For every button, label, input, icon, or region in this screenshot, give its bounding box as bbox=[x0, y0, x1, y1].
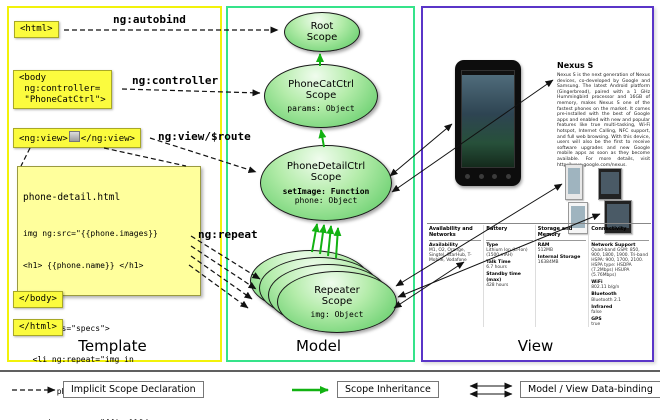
spec-value: Quad-band GSM: 850, 900, 1800, 1900. Tri… bbox=[591, 248, 649, 279]
phone-statusbar bbox=[462, 71, 514, 75]
root-scope-label: Scope bbox=[306, 32, 338, 43]
code-line: <li ng:repeat="img in bbox=[23, 355, 134, 364]
spec-value: 428 hours bbox=[486, 282, 509, 288]
spec-column-battery: Battery Type Lithium Ion (Li-Ion) (1500 … bbox=[483, 225, 535, 328]
ng-repeat-annotation: ng:repeat bbox=[198, 228, 258, 241]
code-line: <h1> {{phone.name}} </h1> bbox=[23, 260, 144, 270]
nexus-phone-image bbox=[455, 60, 521, 186]
spec-value: 6.7 hours bbox=[486, 265, 507, 271]
spec-column-connectivity: Connectivity Network Support Quad-band G… bbox=[588, 225, 651, 328]
body-close-tag: </body> bbox=[13, 291, 63, 308]
model-panel-label: Model bbox=[295, 337, 342, 355]
spec-label: Standby time (max) bbox=[486, 272, 521, 283]
phone-thumbnail-4 bbox=[604, 200, 632, 234]
spec-value: Bluetooth 2.1 bbox=[591, 297, 621, 303]
body-open-tag: <body ng:controller= "PhoneCatCtrl"> bbox=[13, 70, 112, 109]
spec-value: false bbox=[591, 309, 602, 315]
phonecatctrl-scope-label: Scope bbox=[305, 89, 337, 101]
code-line: <img ng:src="{{img}}"/> bbox=[23, 418, 195, 420]
legend-implicit-scope: Implicit Scope Declaration bbox=[63, 381, 204, 398]
code-box-title: phone-detail.html bbox=[23, 192, 121, 203]
phone-title: Nexus S bbox=[557, 61, 594, 70]
phonecatctrl-scope-ellipse: PhoneCatCtrl Scope params: Object bbox=[264, 64, 378, 128]
ng-view-route-annotation: ng:view/$route bbox=[158, 130, 251, 143]
phonedetailctrl-prop-setimage: setImage: Function bbox=[282, 186, 370, 196]
spec-value: 16384MB bbox=[537, 260, 559, 266]
template-panel-label: Template bbox=[78, 337, 147, 355]
ng-view-tag: <ng:view> </ng:view> bbox=[13, 128, 141, 148]
spec-column-storage: Storage and Memory RAM 512MB Internal St… bbox=[534, 225, 588, 328]
phone-thumbnail-1 bbox=[565, 164, 583, 200]
spec-value: 512MB bbox=[537, 248, 553, 254]
spec-value: Lithium Ion (Li-Ion) (1500 mAH) bbox=[486, 248, 528, 259]
spec-label: Network Support bbox=[591, 243, 636, 248]
repeater-prop-img: img: Object bbox=[310, 309, 364, 319]
phonedetailctrl-scope-ellipse: PhoneDetailCtrl Scope setImage: Function… bbox=[260, 145, 392, 221]
ng-autobind-annotation: ng:autobind bbox=[113, 13, 186, 26]
spec-label: Bluetooth bbox=[591, 292, 617, 298]
view-panel-label: View bbox=[517, 337, 554, 355]
phonecatctrl-name: PhoneCatCtrl bbox=[288, 78, 354, 90]
spec-header: Availability and Networks bbox=[429, 225, 482, 241]
phone-specs-table: Availability and Networks Availability M… bbox=[427, 223, 651, 328]
spec-header: Connectivity bbox=[591, 225, 649, 241]
phonedetailctrl-scope-label: Scope bbox=[310, 171, 342, 183]
spec-value: M1, O2, Orange, Singtel, StarHub, T-Mobi… bbox=[429, 248, 472, 264]
ng-view-placeholder-icon bbox=[68, 131, 80, 142]
root-scope-name: Root bbox=[310, 21, 334, 32]
legend-binding-arrows-icon bbox=[469, 382, 513, 398]
repeater-scope-label: Scope bbox=[321, 295, 353, 307]
repeater-scope-ellipse: Repeater Scope img: Object bbox=[277, 271, 397, 333]
html-open-tag: <html> bbox=[14, 21, 59, 38]
legend-scope-inheritance: Scope Inheritance bbox=[337, 381, 439, 398]
root-scope-ellipse: Root Scope bbox=[284, 12, 360, 52]
phone-detail-code-box: phone-detail.html img ng:src="{{phone.im… bbox=[17, 166, 201, 420]
legend-data-binding: Model / View Data-binding bbox=[520, 381, 660, 398]
phone-description: Nexus S is the next generation of Nexus … bbox=[557, 73, 650, 168]
phone-buttons bbox=[465, 174, 511, 180]
phonedetailctrl-prop-phone: phone: Object bbox=[294, 196, 358, 205]
spec-value: true bbox=[591, 322, 601, 328]
phone-thumbnail-2 bbox=[598, 168, 622, 200]
spec-label: Infrared bbox=[591, 304, 613, 310]
repeater-scope-name: Repeater bbox=[314, 284, 360, 296]
spec-column-availability: Availability and Networks Availability M… bbox=[427, 225, 483, 327]
ng-controller-annotation: ng:controller bbox=[132, 74, 219, 87]
phone-screen bbox=[461, 70, 515, 168]
phonecatctrl-prop-params: params: Object bbox=[287, 103, 355, 113]
spec-value: 802.11 b/g/n bbox=[591, 285, 620, 291]
ng-view-open-label: <ng:view> bbox=[19, 134, 68, 144]
spec-header: Storage and Memory bbox=[537, 225, 587, 241]
spec-label: GPS bbox=[591, 316, 602, 322]
spec-header: Battery bbox=[486, 225, 533, 241]
code-line: img ng:src="{{phone.images}} bbox=[23, 229, 158, 238]
ng-view-close-label: </ng:view> bbox=[80, 134, 135, 144]
html-close-tag: </html> bbox=[13, 319, 63, 336]
phonedetailctrl-name: PhoneDetailCtrl bbox=[286, 160, 366, 172]
